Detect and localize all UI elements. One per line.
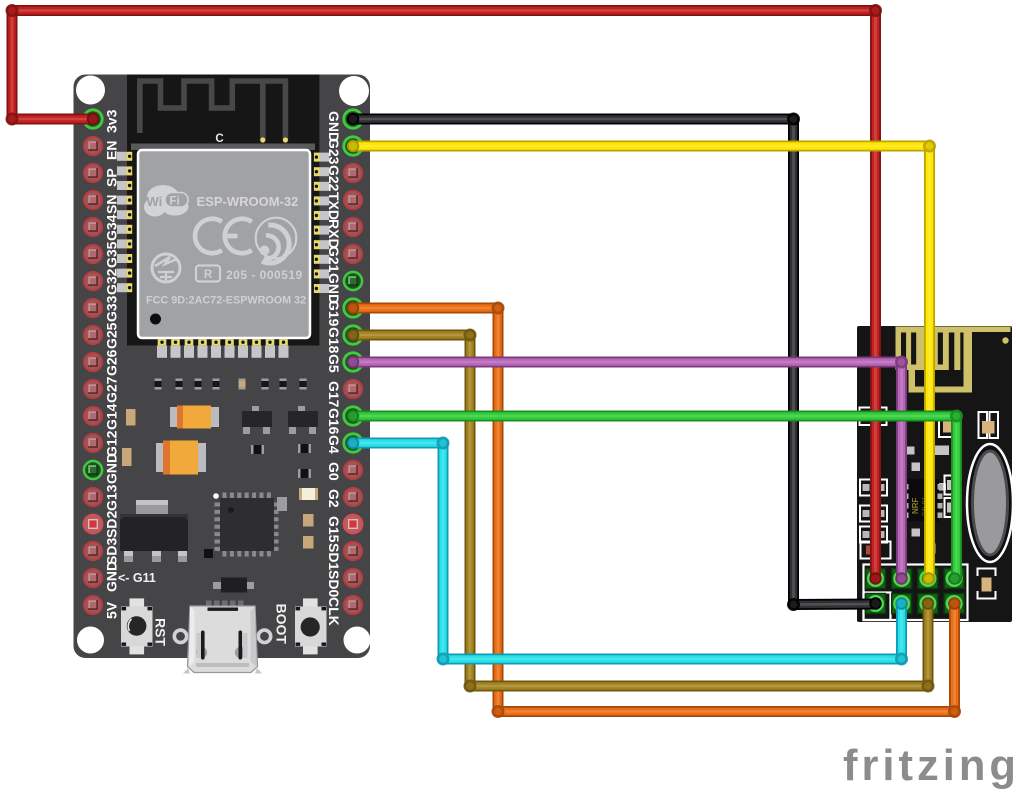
- svg-text:G16: G16: [326, 408, 342, 435]
- svg-text:205 - 000519: 205 - 000519: [226, 268, 303, 282]
- svg-text:CLK: CLK: [326, 597, 342, 626]
- svg-text:R: R: [204, 269, 213, 281]
- svg-text:G5: G5: [326, 354, 342, 373]
- svg-text:3v3: 3v3: [104, 109, 120, 133]
- svg-text:G22: G22: [326, 165, 342, 192]
- svg-text:G4: G4: [326, 435, 342, 454]
- svg-text:G12: G12: [104, 430, 120, 457]
- svg-text:fritzing: fritzing: [843, 742, 1016, 790]
- svg-text:GND: GND: [104, 453, 120, 484]
- svg-text:TXD: TXD: [326, 192, 342, 220]
- svg-text:GND: GND: [104, 561, 120, 592]
- svg-text:G21: G21: [326, 246, 342, 273]
- svg-text:GND: GND: [326, 273, 342, 304]
- svg-text:SD0: SD0: [326, 570, 342, 597]
- svg-text:G34: G34: [104, 214, 120, 241]
- svg-text:G17: G17: [326, 381, 342, 408]
- svg-text:BOOT: BOOT: [274, 604, 290, 645]
- svg-text:SN: SN: [104, 195, 120, 214]
- svg-text:<- G11: <- G11: [118, 571, 156, 585]
- svg-text:RST: RST: [153, 618, 169, 646]
- svg-text:FCC 9D:2AC72-ESPWROOM 32: FCC 9D:2AC72-ESPWROOM 32: [146, 295, 306, 307]
- svg-text:G13: G13: [104, 484, 120, 511]
- svg-text:G27: G27: [104, 376, 120, 403]
- svg-text:G26: G26: [104, 349, 120, 376]
- svg-text:G15: G15: [326, 516, 342, 543]
- svg-text:G23: G23: [326, 138, 342, 165]
- svg-text:G19: G19: [326, 300, 342, 327]
- svg-text:C: C: [215, 133, 223, 145]
- svg-text:NRF: NRF: [911, 497, 920, 514]
- svg-text:G32: G32: [104, 268, 120, 295]
- svg-text:SD1: SD1: [326, 543, 342, 570]
- svg-text:GND: GND: [326, 111, 342, 142]
- svg-text:G0: G0: [326, 462, 342, 481]
- svg-text:SD3: SD3: [104, 538, 120, 565]
- svg-text:G33: G33: [104, 295, 120, 322]
- svg-text:5V: 5V: [104, 601, 120, 619]
- svg-text:G25: G25: [104, 322, 120, 349]
- svg-text:SD2: SD2: [104, 511, 120, 538]
- svg-text:ESP-WROOM-32: ESP-WROOM-32: [197, 194, 299, 209]
- svg-text:Wi: Wi: [147, 194, 163, 209]
- svg-text:Fi: Fi: [170, 196, 180, 208]
- svg-text:G2: G2: [326, 489, 342, 508]
- svg-text:RXD: RXD: [326, 219, 342, 249]
- svg-text:G18: G18: [326, 327, 342, 354]
- svg-text:SP: SP: [104, 168, 120, 187]
- svg-text:G14: G14: [104, 403, 120, 430]
- svg-text:G35: G35: [104, 241, 120, 268]
- svg-text:EN: EN: [104, 141, 120, 160]
